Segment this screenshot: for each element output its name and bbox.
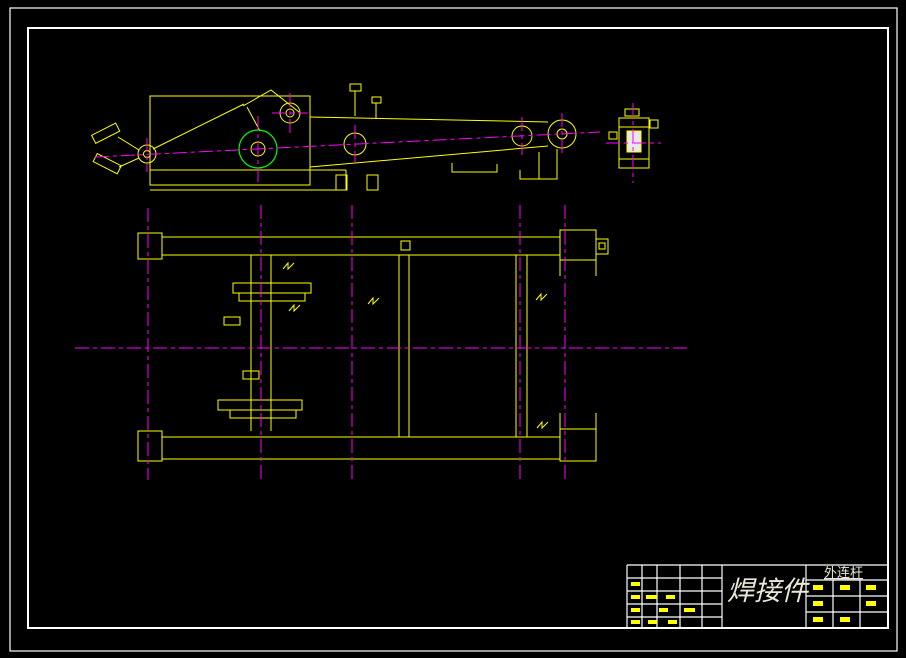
title-block-part-title: 焊接件 xyxy=(727,576,810,607)
front-view-centerlines xyxy=(94,93,601,184)
title-block-cell-marks xyxy=(631,582,876,624)
drawing-sheet-border xyxy=(9,7,898,652)
plan-view-geometry xyxy=(137,229,609,462)
title-block-part-subtitle: 外连杆 xyxy=(824,565,863,581)
plan-view-centerlines xyxy=(75,205,688,480)
title-block-grid xyxy=(626,564,888,628)
side-view-centerlines xyxy=(606,103,661,183)
